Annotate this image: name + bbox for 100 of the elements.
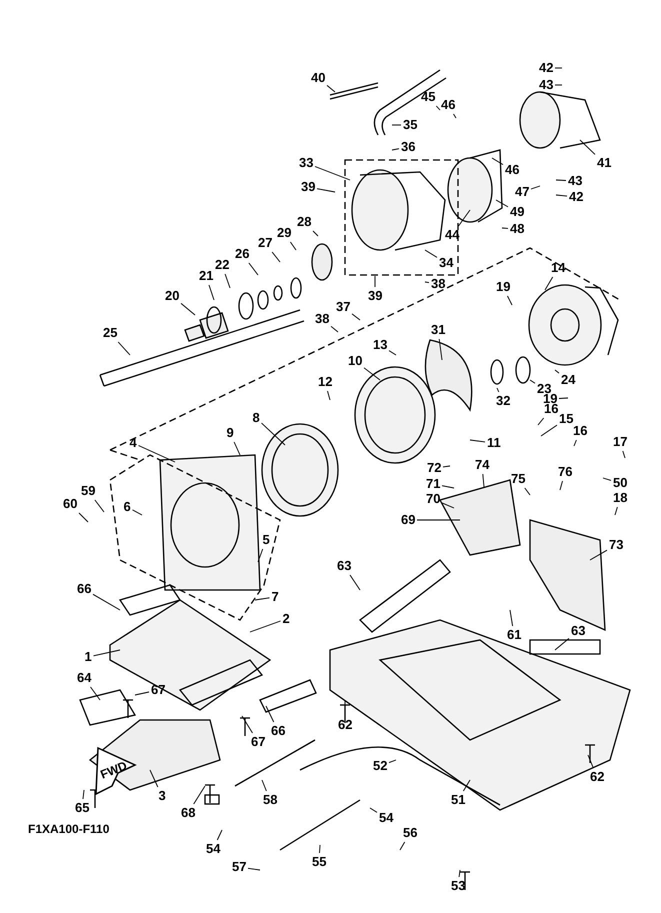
callout-number: 45 bbox=[421, 90, 436, 104]
leader-line bbox=[290, 242, 296, 250]
leader-line bbox=[442, 485, 454, 488]
callout-number: 33 bbox=[299, 156, 314, 170]
callout-number: 68 bbox=[181, 806, 196, 820]
leader-line bbox=[392, 124, 402, 126]
callout-number: 18 bbox=[613, 491, 628, 505]
callout-number: 75 bbox=[511, 472, 526, 486]
callout-number: 34 bbox=[439, 256, 454, 270]
leader-line bbox=[588, 754, 594, 768]
callout-number: 21 bbox=[199, 269, 214, 283]
leader-line bbox=[344, 700, 346, 716]
callout-number: 49 bbox=[510, 205, 524, 219]
leader-line bbox=[574, 440, 577, 446]
callout-number: 47 bbox=[515, 185, 530, 199]
callout-number: 27 bbox=[258, 236, 272, 250]
callout-number: 72 bbox=[427, 461, 442, 475]
leader-line bbox=[262, 780, 267, 792]
leader-line bbox=[216, 830, 222, 840]
callout-number: 55 bbox=[312, 855, 326, 869]
callout-number: 46 bbox=[505, 163, 520, 177]
leader-line bbox=[242, 716, 253, 734]
callout-number: 70 bbox=[426, 492, 440, 506]
callout-number: 46 bbox=[441, 98, 456, 112]
leader-line bbox=[78, 512, 88, 522]
callout-number: 38 bbox=[315, 312, 330, 326]
leader-line bbox=[370, 808, 378, 813]
leader-line bbox=[492, 158, 504, 166]
leader-line bbox=[319, 844, 320, 854]
callout-number: 42 bbox=[539, 61, 554, 75]
callout-number: 20 bbox=[165, 289, 180, 303]
callout-number: 35 bbox=[403, 118, 418, 132]
callout-number: 32 bbox=[496, 394, 510, 408]
leader-line bbox=[388, 760, 396, 764]
callout-number: 51 bbox=[451, 793, 466, 807]
leader-line bbox=[524, 488, 530, 496]
callout-number: 11 bbox=[487, 436, 501, 450]
callout-number: 16 bbox=[573, 424, 588, 438]
leader-line bbox=[92, 594, 120, 610]
leader-line bbox=[614, 506, 618, 516]
leader-line bbox=[312, 230, 318, 236]
callout-number: 43 bbox=[568, 174, 582, 188]
leader-line bbox=[458, 870, 460, 878]
callout-number: 31 bbox=[431, 323, 446, 337]
callout-number: 62 bbox=[590, 770, 604, 784]
callout-number: 1 bbox=[84, 650, 92, 664]
leader-line bbox=[558, 398, 568, 399]
leader-line bbox=[250, 620, 281, 632]
leader-line bbox=[458, 210, 470, 226]
leader-line bbox=[482, 474, 484, 488]
leader-line bbox=[261, 422, 286, 446]
leader-line bbox=[554, 84, 562, 86]
leader-line bbox=[442, 502, 454, 508]
callout-number: 61 bbox=[507, 628, 522, 642]
leader-line bbox=[150, 770, 158, 788]
callout-number: 12 bbox=[318, 375, 332, 389]
callout-number: 24 bbox=[561, 373, 576, 387]
leader-line bbox=[560, 480, 563, 490]
callout-number: 38 bbox=[431, 277, 446, 291]
callout-number: 28 bbox=[297, 215, 312, 229]
leader-line bbox=[580, 140, 596, 155]
callout-number: 76 bbox=[558, 465, 572, 479]
leader-line bbox=[496, 200, 508, 208]
callout-number: 60 bbox=[63, 497, 78, 511]
leader-line bbox=[538, 418, 544, 426]
callout-number: 3 bbox=[158, 789, 166, 803]
callout-number: 52 bbox=[373, 759, 388, 773]
leader-line bbox=[424, 250, 438, 258]
leader-line bbox=[502, 228, 508, 229]
leader-line bbox=[248, 868, 260, 870]
callout-number: 14 bbox=[551, 261, 566, 275]
leader-line bbox=[327, 390, 330, 400]
leader-line bbox=[554, 370, 560, 374]
callout-number: 25 bbox=[103, 326, 118, 340]
leader-line bbox=[330, 326, 338, 332]
leader-line bbox=[392, 148, 400, 150]
callout-number: 54 bbox=[206, 842, 220, 856]
leader-line bbox=[132, 509, 142, 516]
callout-number: 39 bbox=[368, 289, 382, 303]
callout-number: 58 bbox=[263, 793, 278, 807]
callout-number: 39 bbox=[301, 180, 316, 194]
callout-number: 63 bbox=[337, 559, 352, 573]
part-code: F1XA100-F110 bbox=[28, 822, 110, 836]
callout-number: 36 bbox=[401, 140, 416, 154]
callout-number: 22 bbox=[215, 258, 230, 272]
callout-number: 10 bbox=[348, 354, 362, 368]
leader-line bbox=[436, 106, 440, 110]
leader-line bbox=[364, 367, 380, 380]
leader-line bbox=[554, 638, 570, 650]
callout-number: 16 bbox=[544, 402, 558, 416]
callout-number: 53 bbox=[451, 879, 466, 893]
leader-line bbox=[556, 194, 568, 197]
callout-number: 66 bbox=[271, 724, 286, 738]
callout-number: 66 bbox=[77, 582, 92, 596]
callout-number: 7 bbox=[272, 590, 279, 604]
leader-line bbox=[93, 650, 120, 656]
callout-number: 17 bbox=[613, 435, 628, 449]
leader-line bbox=[258, 548, 264, 562]
leader-line bbox=[82, 790, 84, 800]
leader-line bbox=[424, 282, 430, 284]
